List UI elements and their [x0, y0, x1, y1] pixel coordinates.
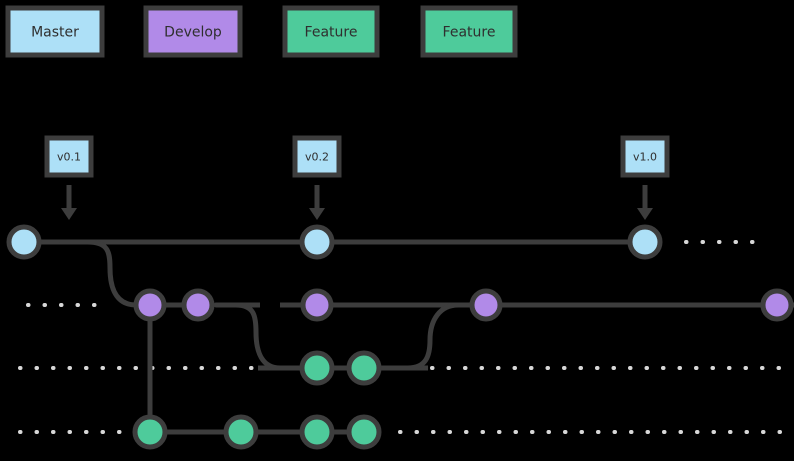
commit-node-master-0[interactable] — [6, 224, 42, 260]
legend-label-develop: Develop — [164, 25, 222, 41]
commit-node-feature-2-3[interactable] — [346, 414, 382, 450]
commit-node-feature-1-0[interactable] — [299, 350, 335, 386]
legend-swatch-feature[interactable] — [282, 5, 380, 58]
version-tag-arrow-head-v0.2 — [309, 208, 325, 220]
version-tag-v0.1[interactable]: v0.1 — [44, 135, 94, 220]
version-tag-arrow-head-v1.0 — [637, 208, 653, 220]
version-tag-label-v0.2: v0.2 — [305, 151, 329, 164]
commit-node-develop-2[interactable] — [300, 288, 334, 322]
commit-node-feature-2-0[interactable] — [132, 414, 168, 450]
version-tag-box-v0.2[interactable] — [292, 135, 342, 178]
legend-label-feature: Feature — [305, 25, 358, 41]
commit-node-master-2[interactable] — [627, 224, 663, 260]
version-tag-v1.0[interactable]: v1.0 — [620, 135, 670, 220]
legend-label-feature: Feature — [443, 25, 496, 41]
commit-node-develop-0[interactable] — [133, 288, 167, 322]
legend-swatch-master[interactable] — [5, 5, 105, 58]
version-tag-box-v0.1[interactable] — [44, 135, 94, 178]
legend-item-feature-2[interactable]: Feature — [282, 5, 380, 58]
version-tag-label-v1.0: v1.0 — [633, 151, 657, 164]
commit-node-feature-2-1[interactable] — [223, 414, 259, 450]
legend-item-master-0[interactable]: Master — [5, 5, 105, 58]
version-tag-v0.2[interactable]: v0.2 — [292, 135, 342, 220]
commit-node-master-1[interactable] — [299, 224, 335, 260]
legend-label-master: Master — [31, 25, 79, 41]
legend-item-develop-1[interactable]: Develop — [143, 5, 243, 58]
legend-item-feature-3[interactable]: Feature — [420, 5, 518, 58]
commit-node-feature-1-1[interactable] — [346, 350, 382, 386]
commit-node-develop-4[interactable] — [760, 288, 794, 322]
connector-master-to-develop-branch — [59, 239, 153, 308]
legend-swatch-feature[interactable] — [420, 5, 518, 58]
commit-node-develop-3[interactable] — [469, 288, 503, 322]
commit-node-feature-2-2[interactable] — [299, 414, 335, 450]
connector-feature1-to-develop-merge — [379, 302, 475, 371]
version-tag-label-v0.1: v0.1 — [57, 151, 81, 164]
connector-develop-to-feature1-branch — [213, 302, 303, 371]
legend-swatch-develop[interactable] — [143, 5, 243, 58]
version-tag-box-v1.0[interactable] — [620, 135, 670, 178]
version-tag-arrow-head-v0.1 — [61, 208, 77, 220]
commit-node-develop-1[interactable] — [181, 288, 215, 322]
